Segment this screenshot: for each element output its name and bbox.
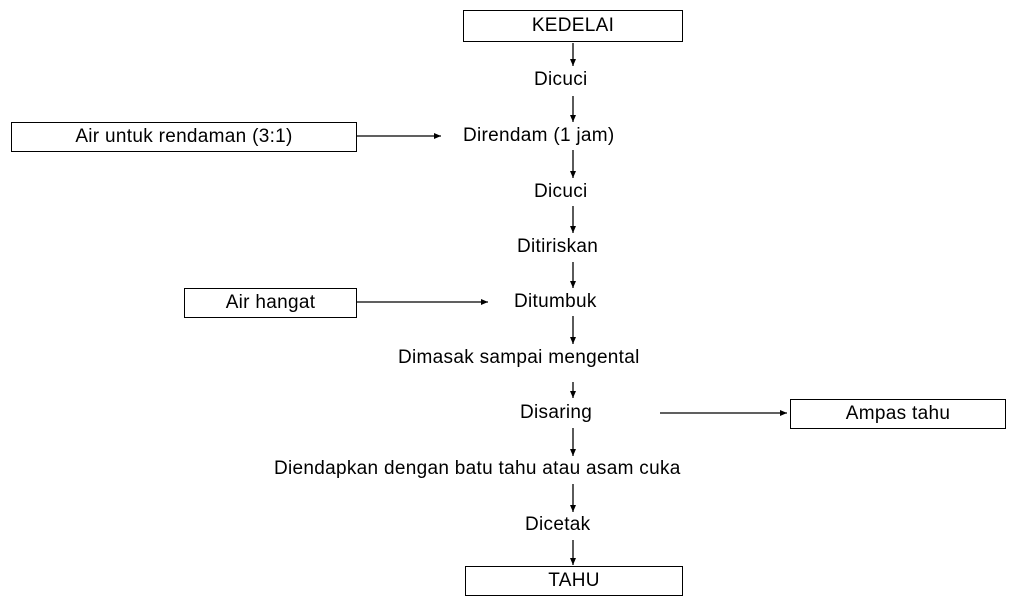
step-dicetak: Dicetak	[525, 514, 591, 535]
step-direndam: Direndam (1 jam)	[463, 125, 615, 146]
step-ditumbuk: Ditumbuk	[514, 291, 597, 312]
kedelai-box: KEDELAI	[463, 10, 683, 42]
air-rendaman-box: Air untuk rendaman (3:1)	[11, 122, 357, 152]
air-rendaman-label: Air untuk rendaman (3:1)	[75, 126, 293, 147]
step-disaring: Disaring	[520, 402, 593, 423]
step-ditiriskan: Ditiriskan	[517, 236, 599, 257]
air-hangat-label: Air hangat	[225, 292, 316, 313]
step-diendapkan: Diendapkan dengan batu tahu atau asam cu…	[274, 458, 681, 479]
ampas-tahu-box: Ampas tahu	[790, 399, 1006, 429]
kedelai-label: KEDELAI	[531, 15, 615, 36]
tahu-box: TAHU	[465, 566, 683, 596]
step-dicuci-2: Dicuci	[534, 181, 588, 202]
step-dimasak: Dimasak sampai mengental	[398, 347, 640, 368]
tahu-label: TAHU	[548, 570, 600, 591]
ampas-tahu-label: Ampas tahu	[845, 403, 951, 424]
step-dicuci-1: Dicuci	[534, 69, 588, 90]
air-hangat-box: Air hangat	[184, 288, 357, 318]
